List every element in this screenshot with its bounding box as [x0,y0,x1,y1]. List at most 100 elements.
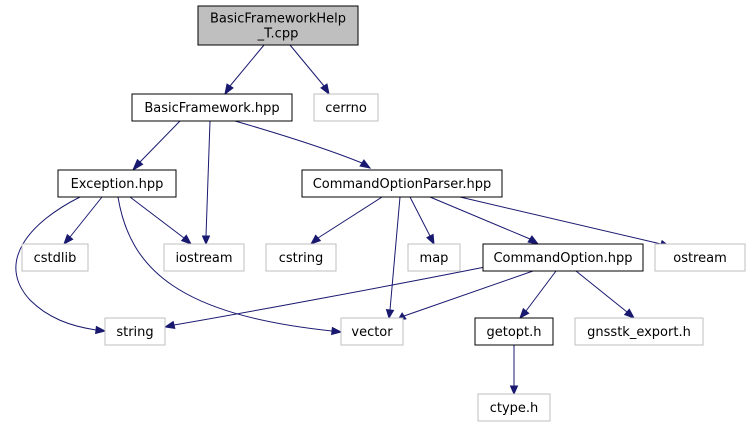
arrowhead-icon [509,385,519,396]
edge-line [289,44,325,87]
edge-line [459,196,662,245]
node-box [163,243,245,272]
node-label: gnsstk_export.h [587,325,691,340]
node-vector: vector [340,317,404,346]
node-cstring: cstring [265,243,337,272]
edge-exception-to-iostream [129,196,193,245]
edge-commandoption-to-vector [397,270,534,321]
node-cstdlib: cstdlib [21,243,89,272]
arrowhead-icon [131,158,144,172]
node-getopt[interactable]: getopt.h [474,317,554,346]
node-label: cerrno [325,101,367,116]
edge-line [15,196,97,331]
node-string: string [104,317,166,346]
arrowhead-icon [527,235,540,245]
edge-commandoptionparser-to-map [409,196,435,246]
edge-line [205,120,211,237]
node-box [265,243,337,272]
arrowhead-icon [385,309,395,320]
node-label: iostream [175,251,232,266]
node-label: ostream [673,251,727,266]
arrowhead-icon [331,326,343,336]
node-label: CommandOptionParser.hpp [313,177,492,192]
arrowhead-icon [426,233,435,246]
edge-line [575,270,628,313]
edge-commandoption-to-gnsstk_export [575,270,636,319]
node-label: CommandOption.hpp [493,251,632,266]
edge-line [389,196,401,311]
edge-exception-to-vector [117,196,343,336]
arrowhead-icon [63,233,74,246]
edge-basicframework-to-commandoptionparser [234,120,372,169]
node-box [21,243,89,272]
node-box [407,243,461,272]
node-box [654,243,746,272]
node-box [131,93,293,122]
node-gnsstk_export: gnsstk_export.h [574,317,704,346]
edge-line [139,120,181,163]
node-box [477,393,551,422]
node-map: map [407,243,461,272]
arrowhead-icon [519,307,530,320]
arrowhead-icon [320,83,330,96]
node-box [340,317,404,346]
node-label: _T.cpp [257,27,299,42]
nodes-layer: BasicFrameworkHelp_T.cppBasicFramework.h… [21,5,746,422]
node-cerrno: cerrno [313,93,379,122]
edge-line [229,44,265,87]
arrowhead-icon [224,83,234,96]
node-iostream: iostream [163,243,245,272]
edge-getopt-to-ctype [509,345,519,396]
node-box [104,317,166,346]
node-label: cstdlib [34,251,77,266]
node-label: getopt.h [486,325,541,340]
node-box [313,93,379,122]
node-label: vector [351,325,393,340]
edge-commandoption-to-string [163,265,491,329]
node-label: BasicFramework.hpp [144,101,279,116]
node-box [301,169,503,198]
edge-line [317,196,383,239]
arrowhead-icon [95,325,107,335]
edge-commandoptionparser-to-cstring [309,196,383,245]
arrowhead-icon [180,234,193,245]
node-basicframework[interactable]: BasicFramework.hpp [131,93,293,122]
edge-commandoption-to-getopt [519,270,557,320]
edge-line [403,270,534,317]
node-label: string [116,325,153,340]
edge-commandoptionparser-to-commandoption [429,196,540,245]
arrowhead-icon [201,235,211,246]
arrowhead-icon [359,159,372,169]
node-commandoption[interactable]: CommandOption.hpp [482,243,644,272]
edge-line [429,196,531,240]
node-box [197,5,359,46]
node-label: ctype.h [490,401,539,416]
edge-line [129,196,185,239]
edge-line [173,265,491,326]
edge-line [117,196,333,332]
edge-basicframework-to-iostream [201,120,211,246]
edge-line [69,196,103,238]
node-commandoptionparser[interactable]: CommandOptionParser.hpp [301,169,503,198]
edge-root-to-cerrno [289,44,330,96]
node-ctype: ctype.h [477,393,551,422]
arrowhead-icon [309,234,322,245]
node-ostream: ostream [654,243,746,272]
node-box [57,169,177,198]
node-exception[interactable]: Exception.hpp [57,169,177,198]
edge-line [409,196,431,237]
arrowhead-icon [623,308,636,319]
node-label: Exception.hpp [71,177,164,192]
node-label: BasicFrameworkHelp [210,12,346,27]
node-label: map [420,251,449,266]
edge-commandoptionparser-to-ostream [459,196,672,248]
node-box [474,317,554,346]
node-label: cstring [279,251,323,266]
node-box [482,243,644,272]
node-box [574,317,704,346]
edge-basicframework-to-exception [131,120,181,172]
node-root[interactable]: BasicFrameworkHelp_T.cpp [197,5,359,46]
edge-line [234,120,363,164]
edge-exception-to-cstdlib [63,196,103,246]
